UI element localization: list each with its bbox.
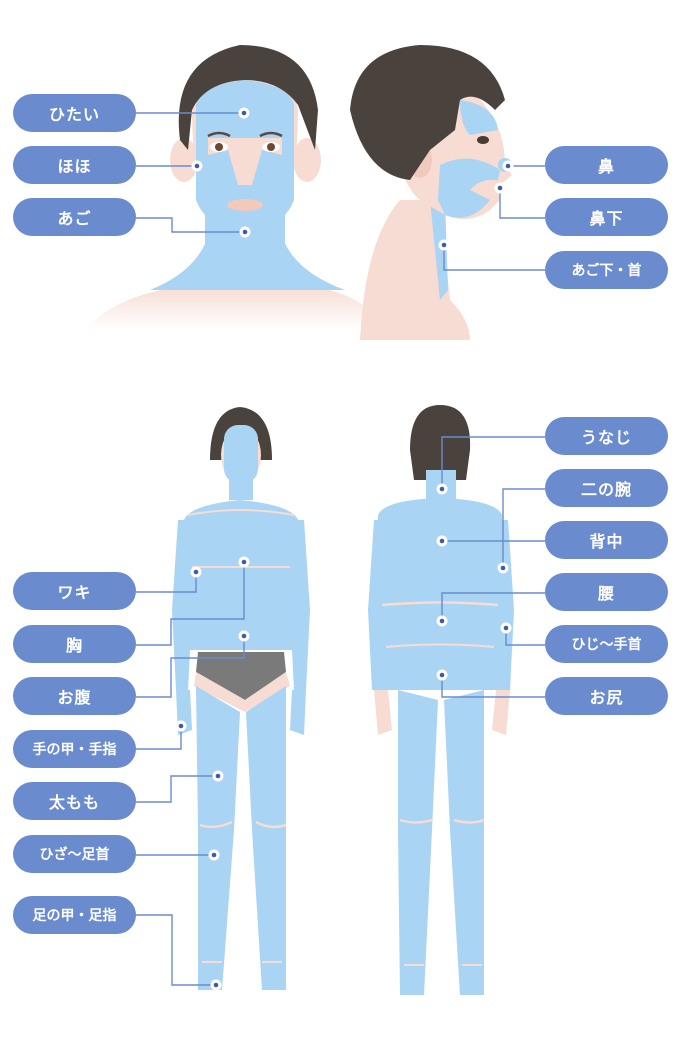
label-lower-back[interactable]: 腰 (545, 573, 668, 611)
label-chest[interactable]: 胸 (13, 625, 136, 663)
label-knee-to-ankle[interactable]: ひざ〜足首 (13, 835, 136, 873)
label-nape[interactable]: うなじ (545, 417, 668, 455)
label-elbow-to-wrist[interactable]: ひじ〜手首 (545, 625, 668, 663)
label-buttocks[interactable]: お尻 (545, 677, 668, 715)
label-cheek[interactable]: ほほ (13, 146, 136, 184)
connector-lines (136, 112, 545, 986)
back-body-illustration (368, 405, 514, 995)
label-thigh[interactable]: 太もも (13, 782, 136, 820)
label-forehead[interactable]: ひたい (13, 94, 136, 132)
side-face-illustration (350, 45, 512, 340)
label-back-of-hand-fingers[interactable]: 手の甲・手指 (13, 730, 136, 768)
label-nose[interactable]: 鼻 (545, 146, 668, 184)
label-under-nose[interactable]: 鼻下 (545, 198, 668, 236)
label-upper-arm[interactable]: 二の腕 (545, 469, 668, 507)
label-armpit[interactable]: ワキ (13, 572, 136, 610)
label-chin[interactable]: あご (13, 198, 136, 236)
marker-dots (175, 107, 514, 991)
label-belly[interactable]: お腹 (13, 677, 136, 715)
label-under-chin-neck[interactable]: あご下・首 (545, 251, 668, 289)
front-body-illustration (172, 407, 310, 990)
label-back[interactable]: 背中 (545, 521, 668, 559)
label-top-of-foot-toes[interactable]: 足の甲・足指 (13, 896, 136, 934)
front-face-illustration (85, 45, 390, 330)
